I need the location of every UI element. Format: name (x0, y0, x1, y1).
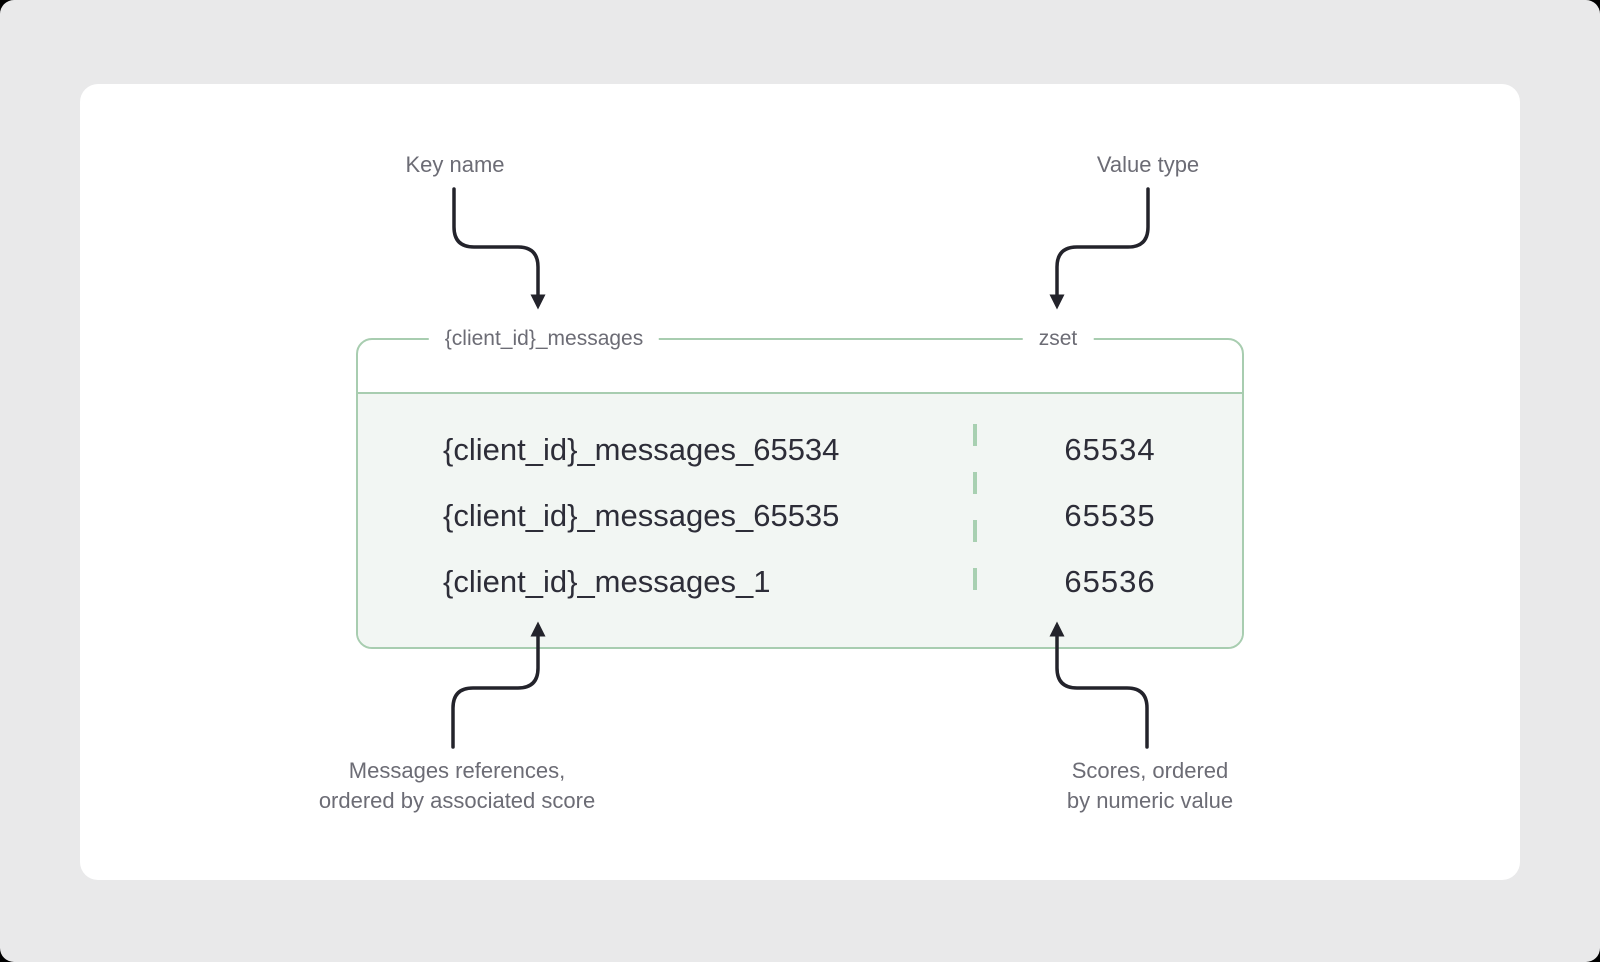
zset-score: 65534 (1064, 432, 1156, 467)
key-name-annotation: Key name (405, 152, 505, 177)
scores-caption-line1: Scores, ordered (1071, 758, 1229, 783)
zset-key-box: {client_id}_messages zset {client_id}_me… (356, 325, 1244, 649)
value-type-annotation: Value type (1096, 152, 1200, 177)
zset-score: 65535 (1064, 498, 1156, 533)
scores-caption-line2: by numeric value (1066, 788, 1234, 813)
zset-body (358, 392, 1242, 647)
zset-key-name-label: {client_id}_messages (428, 325, 660, 353)
zset-score: 65536 (1064, 564, 1156, 599)
zset-member: {client_id}_messages_65534 (443, 432, 840, 467)
scores-caption: Scores, ordered by numeric value (990, 756, 1310, 816)
members-caption-line1: Messages references, (348, 758, 566, 783)
zset-member: {client_id}_messages_1 (443, 564, 771, 599)
zset-member: {client_id}_messages_65535 (443, 498, 840, 533)
zset-value-type-label: zset (1022, 325, 1094, 353)
members-caption: Messages references, ordered by associat… (297, 756, 617, 816)
members-caption-line2: ordered by associated score (318, 788, 596, 813)
